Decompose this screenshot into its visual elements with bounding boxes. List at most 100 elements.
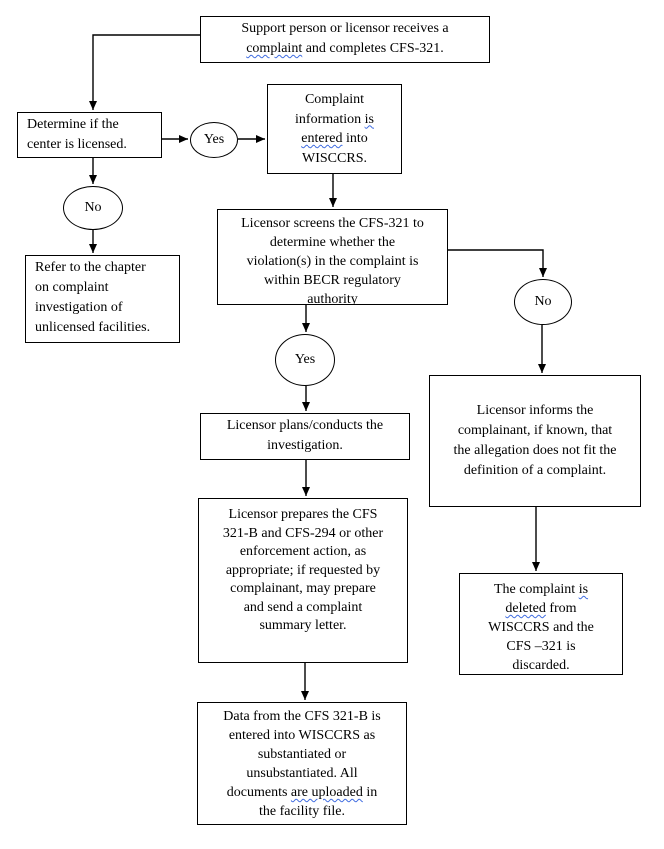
text-line: CFS –321 is	[460, 637, 622, 656]
misspelled-text: are uploaded	[290, 785, 363, 800]
text-segment: authority	[307, 292, 358, 305]
text-segment: investigation of	[35, 300, 123, 315]
text-segment: 321-B and CFS-294 or other	[222, 525, 384, 541]
decision-no-licensed: No	[63, 186, 123, 230]
text-segment: unlicensed facilities.	[35, 320, 151, 335]
text-line: complaint and completes CFS-321.	[201, 39, 489, 59]
text-segment: definition of a complaint.	[463, 463, 607, 478]
arrow-screens-to-no	[448, 249, 547, 277]
decision-yes-licensed: Yes	[190, 122, 238, 158]
text-line: complainant, may prepare	[199, 580, 407, 599]
node-plan-investigation: Licensor plans/conducts the investigation…	[200, 413, 410, 460]
text-line: discarded.	[460, 656, 622, 674]
text-line: and send a complaint	[199, 599, 407, 618]
text-line: entered into	[268, 129, 401, 149]
text-line: deleted from	[460, 599, 622, 618]
text-line: definition of a complaint.	[430, 461, 640, 481]
text-line: Support person or licensor receives a	[201, 19, 489, 39]
text-segment: Licensor plans/conducts the	[226, 418, 384, 433]
text-segment: Determine if the	[27, 117, 119, 132]
text-line: entered into WISCCRS as	[198, 726, 406, 745]
text-line: enforcement action, as	[199, 543, 407, 562]
text-segment: and completes CFS-321.	[302, 41, 444, 56]
text-segment: unsubstantiated. All	[246, 766, 358, 781]
text-segment: entered into WISCCRS as	[228, 728, 376, 743]
text-segment: WISCCRS and the	[488, 620, 594, 635]
text-segment: from	[545, 601, 577, 616]
text-segment: Licensor informs the	[476, 403, 594, 418]
misspelled-text: is	[578, 582, 589, 597]
text-segment: documents	[226, 785, 291, 800]
text-segment: Data from the CFS 321-B is	[223, 709, 381, 724]
decision-label: No	[534, 294, 552, 309]
text-line: Refer to the chapter	[35, 258, 175, 278]
text-segment: Support person or licensor receives a	[241, 21, 449, 36]
text-line: substantiated or	[198, 745, 406, 764]
decision-no-authority: No	[514, 279, 572, 325]
text-segment: summary letter.	[259, 618, 347, 633]
text-line: documents are uploaded in	[198, 783, 406, 802]
text-segment: Licensor screens the CFS-321 to	[241, 216, 424, 231]
misspelled-text: is	[364, 111, 374, 127]
text-line: investigation.	[201, 436, 409, 456]
text-segment: complainant, may prepare	[230, 581, 376, 596]
node-licensor-screens: Licensor screens the CFS-321 to determine…	[217, 209, 448, 305]
text-line: investigation of	[35, 298, 175, 318]
text-segment: discarded.	[512, 658, 570, 673]
node-enter-data-wisccrs: Data from the CFS 321-B is entered into W…	[197, 702, 407, 825]
text-segment: substantiated or	[257, 747, 347, 762]
misspelled-text: deleted	[505, 601, 546, 616]
text-line: within BECR regulatory	[218, 271, 447, 290]
text-line: on complaint	[35, 278, 175, 298]
text-segment: violation(s) in the complaint is	[246, 254, 419, 269]
text-segment: Refer to the chapter	[35, 260, 146, 275]
text-segment: enforcement action, as	[239, 544, 367, 559]
text-segment: and send a complaint	[243, 599, 363, 615]
text-segment: WISCCRS.	[302, 150, 367, 166]
text-segment: The complaint	[493, 582, 579, 597]
text-line: information is	[268, 110, 401, 130]
text-segment: Licensor prepares the CFS	[228, 507, 378, 522]
text-line: WISCCRS and the	[460, 618, 622, 637]
text-segment: the allegation does not fit the	[453, 443, 617, 458]
text-segment: in	[362, 785, 378, 800]
text-line: determine whether the	[218, 233, 447, 252]
node-refer-unlicensed-chapter: Refer to the chapter on complaint investig…	[25, 255, 180, 343]
misspelled-text: entered	[301, 131, 343, 146]
text-segment: into	[342, 131, 368, 146]
text-line: Determine if the	[27, 115, 157, 135]
arrow-start-to-determine	[89, 34, 200, 110]
node-receive-complaint: Support person or licensor receives a com…	[200, 16, 490, 63]
decision-label: Yes	[294, 352, 316, 367]
node-prepare-cfs321b: Licensor prepares the CFS 321-B and CFS-2…	[198, 498, 408, 663]
text-segment: Complaint	[304, 92, 365, 107]
text-line: Licensor screens the CFS-321 to	[218, 214, 447, 233]
text-line: unsubstantiated. All	[198, 764, 406, 783]
text-line: center is licensed.	[27, 135, 157, 155]
text-line: Licensor prepares the CFS	[199, 506, 407, 525]
text-line: Licensor informs the	[430, 401, 640, 421]
decision-yes-authority: Yes	[275, 334, 335, 386]
text-line: authority	[218, 290, 447, 305]
text-segment: information	[295, 111, 365, 127]
text-segment: center is licensed.	[27, 137, 127, 152]
text-line: violation(s) in the complaint is	[218, 252, 447, 271]
text-line: the allegation does not fit the	[430, 441, 640, 461]
text-line: 321-B and CFS-294 or other	[199, 525, 407, 544]
text-segment: investigation.	[267, 438, 343, 453]
text-segment: within BECR regulatory	[264, 273, 401, 288]
decision-label: No	[84, 200, 102, 215]
text-line: Licensor plans/conducts the	[201, 416, 409, 436]
node-determine-licensed: Determine if the center is licensed.	[17, 112, 162, 158]
text-line: summary letter.	[199, 617, 407, 636]
text-line: unlicensed facilities.	[35, 318, 175, 338]
text-line: Complaint	[268, 90, 401, 110]
text-line: WISCCRS.	[268, 149, 401, 169]
text-line: appropriate; if requested by	[199, 562, 407, 581]
decision-label: Yes	[203, 132, 225, 147]
misspelled-text: complaint	[246, 41, 303, 56]
